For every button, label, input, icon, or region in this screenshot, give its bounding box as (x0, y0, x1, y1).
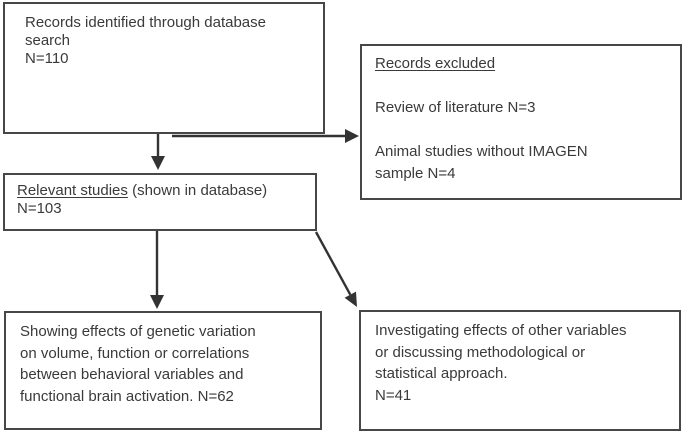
records-excluded-heading: Records excluded (375, 55, 496, 72)
box-other-studies: Investigating effects of other variables… (359, 310, 681, 431)
relevant-studies-title-line: Relevant studies (shown in database) (17, 182, 305, 200)
box-records-identified: Records identified through database sear… (3, 2, 325, 134)
relevant-studies-title-suffix: (shown in database) (127, 182, 268, 199)
records-excluded-content: Records excluded Review of literature N=… (375, 53, 668, 185)
box-relevant-studies: Relevant studies (shown in database) N=1… (3, 173, 317, 231)
records-identified-text: Records identified through database sear… (25, 14, 266, 67)
included-studies-text: Showing effects of genetic variation on … (20, 323, 256, 405)
box-included-studies: Showing effects of genetic variation on … (4, 311, 322, 430)
records-excluded-body: Review of literature N=3 Animal studies … (375, 99, 588, 182)
relevant-studies-title: Relevant studies (17, 182, 128, 199)
relevant-studies-count: N=103 (17, 200, 62, 217)
box-records-excluded: Records excluded Review of literature N=… (360, 44, 682, 200)
arrow-relevant-to-included (150, 231, 164, 309)
other-studies-text: Investigating effects of other variables… (375, 322, 627, 404)
arrow-identified-to-relevant (151, 134, 165, 170)
arrow-relevant-to-other (314, 231, 357, 307)
